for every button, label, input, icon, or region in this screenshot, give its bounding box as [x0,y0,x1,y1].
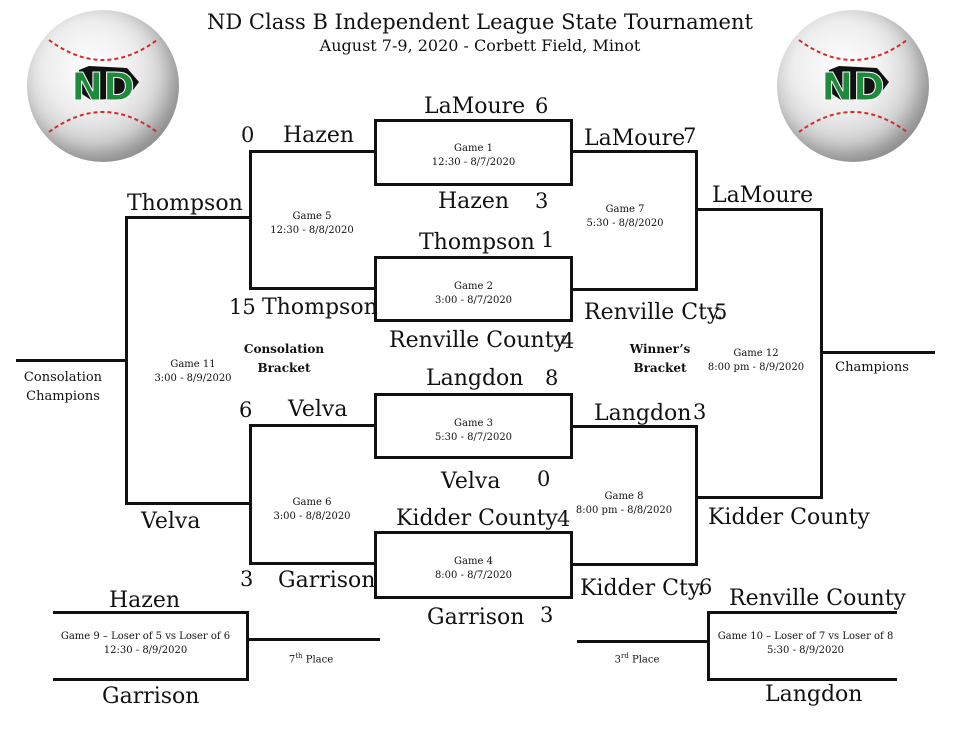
svg-text:ND: ND [821,65,884,109]
game-7-bracket-line [695,150,698,291]
game-1-bottom-score: 3 [535,189,549,213]
page-subtitle: August 7-9, 2020 - Corbett Field, Minot [319,36,641,55]
game-9-bracket-line [246,611,249,681]
game-5-top-line [249,150,375,153]
game-7-top-line [572,150,698,153]
game-11-bottom-team: Velva [141,509,201,534]
game-5-top-score: 0 [241,123,255,147]
game-5-bottom-line [249,287,375,290]
game-5-bottom-score: 15 [229,295,256,319]
page-title: ND Class B Independent League State Tour… [207,10,753,34]
game-6-bracket-line [249,424,252,565]
game-2-top-team: Thompson [419,230,535,255]
game-8-top-score: 3 [693,400,707,424]
game-11-top-team: Thompson [127,191,243,216]
game-11-top-line [125,216,252,219]
consolation-champion-line [16,359,128,362]
game-6-top-line [249,424,375,427]
third-place-label: 3rd Place [614,652,660,666]
game-6-bottom-score: 3 [240,567,254,591]
game-3-bottom-team: Velva [441,469,501,494]
game-10-bottom-team: Langdon [765,682,863,707]
game-10-bracket-line [707,611,710,681]
game-8-bottom-team: Kidder Cty. [580,576,705,601]
game-8-bracket-line [695,425,698,566]
game-1-top-score: 6 [535,94,549,118]
game-6-top-score: 6 [239,398,253,422]
game-4-bottom-team: Garrison [427,605,525,630]
game-3-box [374,393,573,459]
game-12-bottom-line [695,496,823,499]
game-4-top-team: Kidder County [396,506,558,531]
game-2-top-score: 1 [541,228,555,252]
game-5-bottom-team: Thompson [262,295,378,320]
game-9-bottom-line [53,678,249,681]
game-10-bottom-line [707,678,897,681]
game-4-box [374,531,573,599]
game-9-top-line [53,611,249,614]
game-9-bottom-team: Garrison [102,684,200,709]
game-8-bottom-line [572,563,698,566]
svg-text:ND: ND [71,65,134,109]
game-7-bottom-score: 5 [714,300,728,324]
baseball-logo-left: ND [27,10,179,162]
game-6-bottom-team: Garrison [278,568,376,593]
game-5-top-team: Hazen [283,123,355,148]
game-7-bottom-line [572,288,698,291]
game-6-bottom-line [249,562,375,565]
game-4-top-score: 4 [557,507,571,531]
game-11-bottom-line [125,502,252,505]
game-3-bottom-score: 0 [537,467,551,491]
game-1-box [374,119,573,186]
seventh-place-line [246,638,380,641]
game-10-top-team: Renville County [729,586,906,611]
game-2-bottom-team: Renville County [389,328,566,353]
game-12-top-line [695,208,823,211]
game-8-top-team: Langdon [594,401,692,426]
game-3-top-score: 8 [545,366,559,390]
game-1-bottom-team: Hazen [438,189,510,214]
game-3-top-team: Langdon [426,366,524,391]
game-9-top-team: Hazen [109,588,181,613]
game-5-bracket-line [249,150,252,290]
game-1-top-team: LaMoure [424,94,526,119]
game-8-bottom-score: 6 [699,575,713,599]
seventh-place-label: 7th Place [288,652,334,666]
game-7-top-score: 7 [683,124,697,148]
baseball-logo-right: ND [777,10,929,162]
game-2-bottom-score: 4 [561,329,575,353]
champions-label: Champions [835,360,909,375]
third-place-line [577,640,710,643]
game-10-top-line [707,611,897,614]
game-8-top-line [572,425,698,428]
game-2-box [374,256,573,322]
game-12-top-team: LaMoure [712,183,814,208]
game-12-bottom-team: Kidder County [708,505,870,530]
champion-line [820,351,935,354]
game-7-top-team: LaMoure [584,126,686,151]
game-4-bottom-score: 3 [540,603,554,627]
game-6-top-team: Velva [288,397,348,422]
game-7-bottom-team: Renville Cty. [584,300,724,325]
